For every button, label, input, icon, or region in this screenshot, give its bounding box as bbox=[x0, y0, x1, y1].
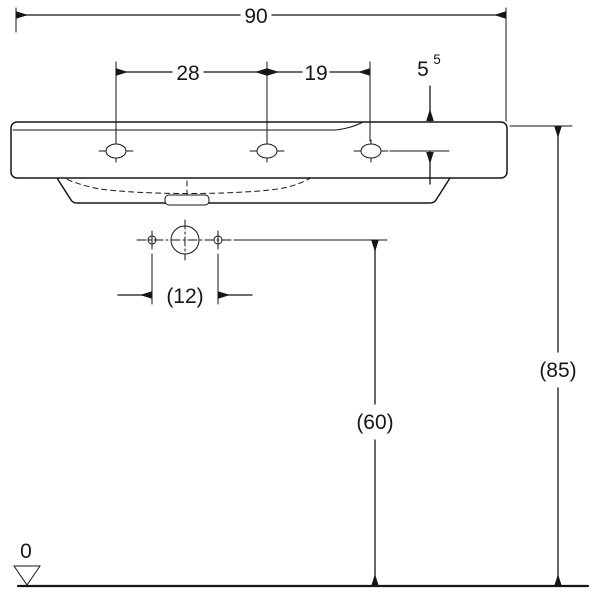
dim-90-label: 90 bbox=[244, 5, 267, 28]
fixing-hole-left bbox=[147, 230, 157, 250]
dim-55-label-superscript: 5 bbox=[433, 52, 441, 67]
drain-hole-circle bbox=[170, 225, 200, 255]
basin-deck-curve bbox=[335, 121, 364, 131]
dimension-drain-height: (60) bbox=[233, 239, 394, 587]
drain-symbol-group bbox=[136, 219, 234, 261]
datum-triangle-icon bbox=[13, 565, 41, 586]
dim-28-label: 28 bbox=[176, 62, 199, 85]
dimension-overall-width: 90 bbox=[15, 5, 507, 122]
fixing-hole-left-circle bbox=[147, 235, 157, 245]
tap-hole-right bbox=[353, 139, 389, 163]
fixing-hole-right-circle bbox=[213, 235, 223, 245]
dim-55-label-base: 5 bbox=[417, 58, 429, 81]
dim-12-label: (12) bbox=[166, 285, 203, 308]
basin-apron-outline bbox=[56, 177, 451, 204]
fixing-hole-right bbox=[213, 230, 223, 250]
drain-outlet-rect bbox=[164, 194, 210, 206]
basin-front-view bbox=[10, 121, 508, 206]
dim-19-label: 19 bbox=[304, 62, 327, 85]
dim-85-label: (85) bbox=[539, 359, 576, 382]
tap-hole-right-ellipse bbox=[360, 143, 382, 159]
tap-hole-left bbox=[98, 139, 134, 163]
tap-hole-left-ellipse bbox=[105, 143, 127, 159]
dimension-tap-spacing-right: 19 bbox=[266, 61, 371, 142]
dimension-deck-height: 5 5 bbox=[389, 52, 450, 185]
tap-hole-middle-ellipse bbox=[256, 143, 278, 159]
datum-zero-label: 0 bbox=[20, 540, 32, 563]
tap-hole-middle bbox=[249, 139, 285, 163]
dimension-rim-height: (85) bbox=[509, 125, 577, 587]
dimension-fixing-spacing: (12) bbox=[117, 253, 253, 308]
floor-and-datum: 0 bbox=[13, 540, 590, 588]
dim-60-label: (60) bbox=[356, 411, 393, 434]
